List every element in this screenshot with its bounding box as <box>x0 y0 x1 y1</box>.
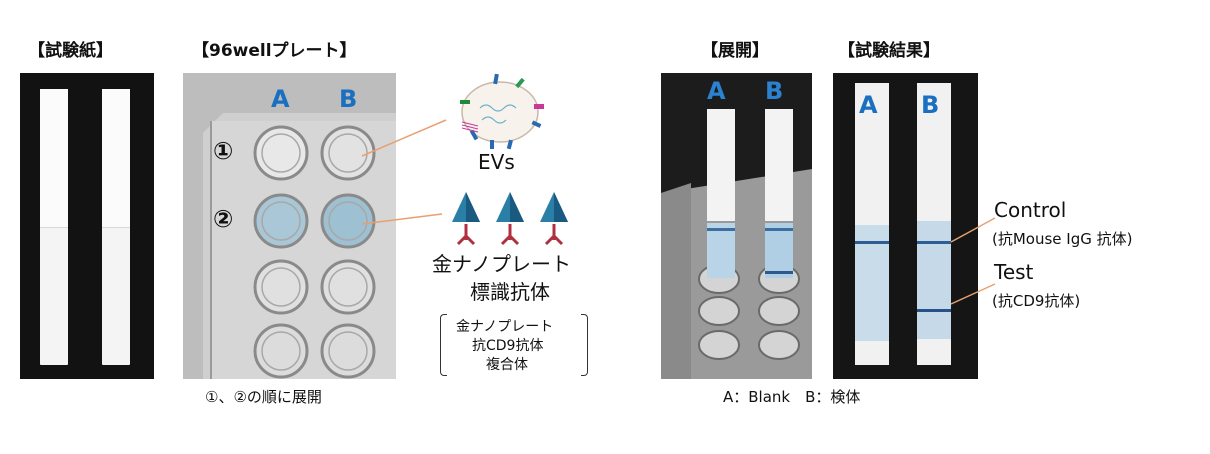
result-strips <box>833 73 978 379</box>
gold-antibody-icon <box>540 192 568 246</box>
title-test-result: 【試験結果】 <box>838 41 940 61</box>
title-development: 【展開】 <box>701 41 769 61</box>
test-line-b <box>917 309 951 312</box>
title-96well-plate: 【96wellプレート】 <box>192 41 357 61</box>
paper-strip-right <box>102 89 130 365</box>
control-line-b <box>917 241 951 244</box>
gold-antibody-icon <box>496 192 524 246</box>
plate-caption: ①、②の順に展開 <box>205 388 322 406</box>
development-illustration <box>661 73 812 379</box>
plate-column-a: A <box>271 85 290 113</box>
result-label-b: B <box>921 91 940 119</box>
development-photo: A B <box>661 73 812 379</box>
well-plate-photo: A B ① ② <box>183 73 396 379</box>
control-label: Control <box>994 198 1067 222</box>
gold-label-line1: 金ナノプレート <box>432 252 571 276</box>
test-callout-line <box>950 283 996 305</box>
control-line-a <box>855 241 889 244</box>
test-label: Test <box>994 260 1034 284</box>
control-callout-line <box>950 217 996 243</box>
callout-line-evs <box>361 119 447 157</box>
complex-line2: 抗CD9抗体 <box>472 338 544 354</box>
ev-vesicle-icon <box>460 73 544 150</box>
title-test-paper: 【試験紙】 <box>28 41 113 61</box>
paper-strip-left <box>40 89 68 365</box>
development-caption: A：Blank B：検体 <box>723 388 861 406</box>
callout-lines <box>361 119 447 225</box>
gold-antibody-icon <box>452 192 480 246</box>
well-plate-illustration <box>183 73 396 379</box>
test-sublabel: (抗CD9抗体) <box>992 292 1081 310</box>
plate-column-b: B <box>339 85 358 113</box>
result-callout-lines <box>950 217 996 305</box>
row-2-marker: ② <box>213 205 234 233</box>
gold-label-line2: 標識抗体 <box>470 280 550 304</box>
callout-line-gold <box>361 213 443 225</box>
dev-label-b: B <box>765 77 784 105</box>
gold-antibody-icons <box>452 192 568 246</box>
complex-line1: 金ナノプレート <box>456 319 554 335</box>
complex-bracket-box: 金ナノプレート 抗CD9抗体 複合体 <box>440 314 588 376</box>
result-photo: A B <box>833 73 978 379</box>
control-sublabel: (抗Mouse IgG 抗体) <box>992 230 1133 248</box>
dev-label-a: A <box>707 77 726 105</box>
result-label-a: A <box>859 91 878 119</box>
complex-line3: 複合体 <box>486 357 528 373</box>
test-paper-photo <box>20 73 154 379</box>
row-1-marker: ① <box>213 137 234 165</box>
evs-label: EVs <box>478 150 515 174</box>
